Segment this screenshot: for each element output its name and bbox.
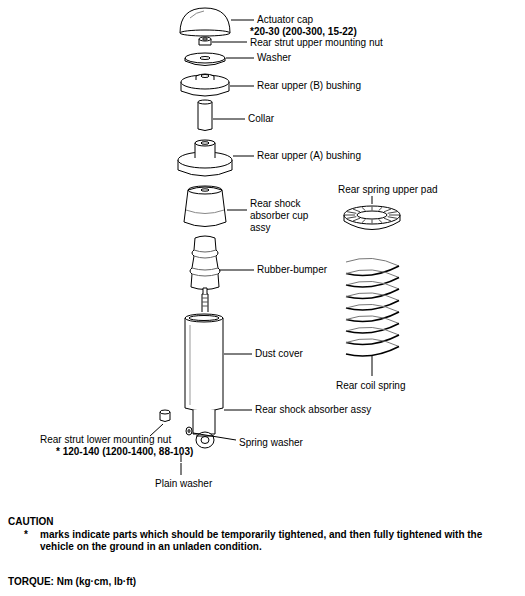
part-name: Plain washer	[155, 478, 212, 490]
part-name: Rear shock absorber cup assy	[250, 198, 312, 234]
actuator-cap	[180, 8, 230, 36]
part-name: Spring washer	[239, 437, 303, 449]
upper-mounting-nut	[199, 37, 211, 45]
part-name: Rear upper (A) bushing	[257, 150, 361, 162]
torque-value: * 120-140 (1200-1400, 88-103)	[56, 446, 193, 458]
part-name: Washer	[257, 52, 291, 64]
note-text: TORQUE: Nm (kg·cm, lb·ft)	[8, 576, 136, 588]
coil-winding-back	[346, 281, 399, 289]
coil-spring	[346, 258, 399, 356]
washer	[185, 53, 225, 66]
note-marker: *	[24, 529, 28, 541]
leader-lines	[150, 20, 372, 475]
coil-winding-back	[346, 327, 399, 335]
part-name: Rubber-bumper	[257, 264, 327, 276]
coil-winding-back	[346, 304, 399, 312]
coil-winding-back	[346, 339, 399, 347]
coil-winding-front	[346, 347, 399, 357]
part-name: Rear coil spring	[336, 380, 405, 392]
coil-winding-back	[346, 258, 399, 266]
part-name: Rear shock absorber assy	[255, 404, 371, 416]
part-name: Rear strut upper mounting nut	[250, 37, 383, 49]
coil-winding-back	[346, 270, 399, 278]
part-name: Collar	[248, 113, 274, 125]
upper-b-bushing	[181, 74, 229, 96]
spring-upper-pad	[344, 206, 400, 230]
note-text: marks indicate parts which should be tem…	[40, 529, 510, 553]
part-name: Rear upper (B) bushing	[257, 80, 361, 92]
shock-absorber	[185, 288, 223, 448]
note-heading: CAUTION	[8, 516, 54, 528]
part-name: Rear strut lower mounting nut	[40, 434, 171, 446]
part-name: Dust cover	[255, 348, 303, 360]
part-name: Actuator cap	[257, 14, 313, 26]
collar	[198, 100, 212, 131]
torque-value: *20-30 (200-300, 15-22)	[250, 26, 357, 38]
coil-winding-back	[346, 293, 399, 301]
part-name: Rear spring upper pad	[338, 184, 438, 196]
upper-a-bushing	[178, 140, 232, 176]
coil-winding-back	[346, 316, 399, 324]
shock-absorber-cup	[184, 186, 226, 227]
rubber-bumper	[190, 236, 220, 290]
